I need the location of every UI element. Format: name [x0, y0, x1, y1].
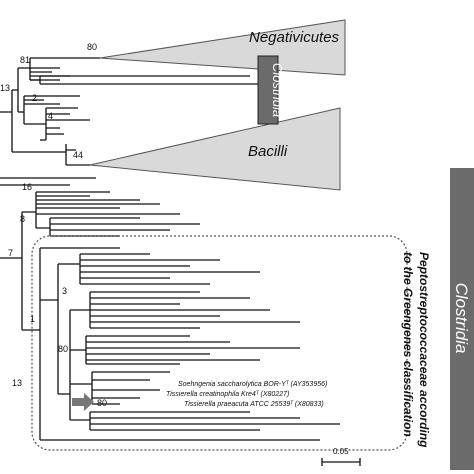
node-label-80-mid: 80	[58, 344, 68, 354]
upper-tree-branches	[0, 57, 258, 186]
scale-bar-label: 0.05	[333, 447, 349, 456]
node-label-1: 1	[30, 314, 35, 324]
node-label-13-top: 13	[0, 83, 10, 93]
taxon-soehngenia: Soehngenia saccharolytica BOR-Yᵀ (AY3539…	[178, 381, 327, 388]
clostridia-large-box	[450, 168, 474, 470]
annotation-line-2: to the Greengenes classification	[401, 252, 415, 437]
taxon-tissierella-creatinophila: Tissierella creatinophila Kre4ᵀ (X80227)	[166, 391, 289, 398]
lower-tree-branches	[0, 191, 340, 441]
negativicutes-triangle	[99, 19, 346, 76]
bacilli-label: Bacilli	[248, 143, 288, 160]
node-label-8: 8	[20, 214, 25, 224]
node-label-4: 4	[48, 111, 53, 121]
annotation-line-1: Peptostreptococcaceae according	[417, 252, 431, 448]
node-label-13-bottom: 13	[12, 378, 22, 388]
node-label-3: 3	[62, 286, 67, 296]
node-label-80-top: 80	[87, 42, 97, 52]
node-label-2: 2	[32, 93, 37, 103]
node-label-80-arrow: 80	[97, 398, 107, 408]
arrow-icon	[72, 393, 94, 411]
negativicutes-label: Negativicutes	[249, 29, 340, 46]
node-label-7: 7	[8, 248, 13, 258]
clostridia-small-label: Clostridia	[270, 63, 285, 117]
bacilli-triangle	[89, 107, 341, 191]
clostridia-large-label: Clostridia	[452, 283, 471, 354]
scale-bar: 0.05	[321, 447, 361, 466]
node-label-81: 81	[20, 55, 30, 65]
clostridia-small-box	[257, 55, 279, 125]
peptostreptococcaceae-outline	[31, 235, 408, 451]
node-label-16: 16	[22, 182, 32, 192]
node-label-44: 44	[73, 150, 83, 160]
taxon-tissierella-praeacuta: Tissierella praeacuta ATCC 25539ᵀ (X8083…	[184, 401, 324, 408]
